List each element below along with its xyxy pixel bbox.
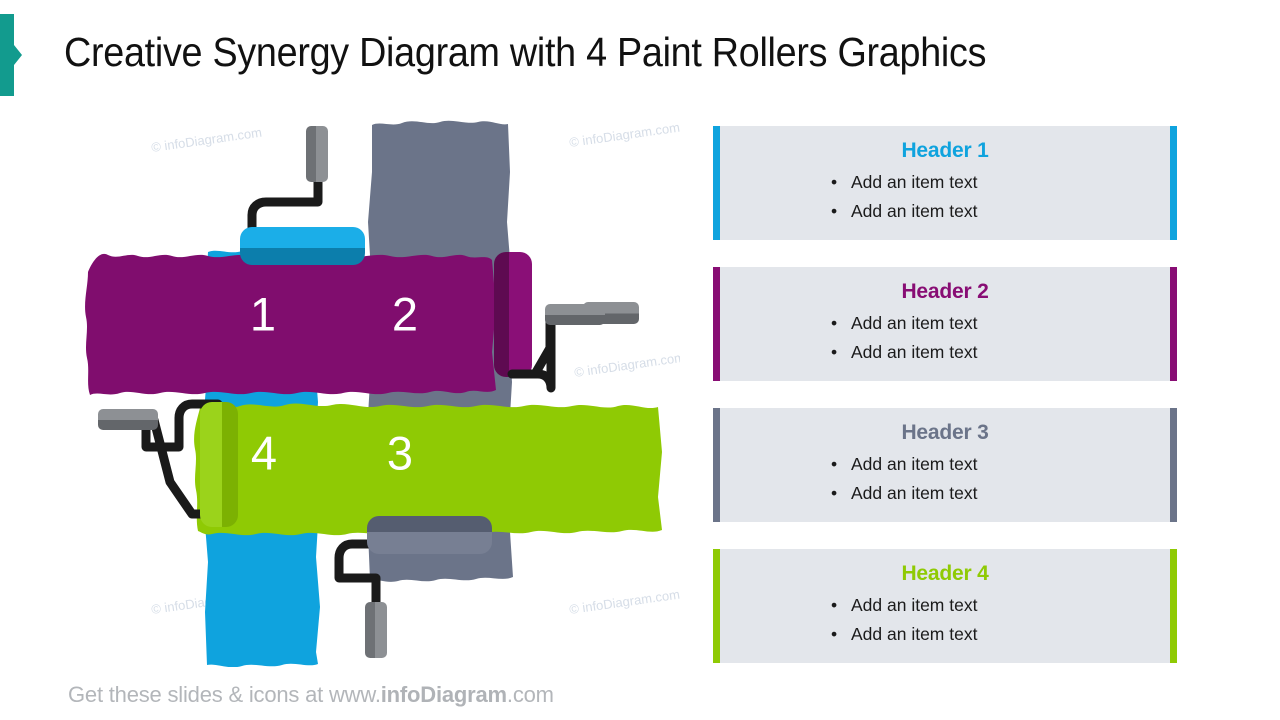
list-item-text: Add an item text: [851, 201, 978, 221]
panel-3-accent-left: [713, 408, 720, 522]
panel-1-header: Header 1: [901, 139, 989, 162]
bullet-icon: •: [831, 595, 838, 615]
roller-1-grip: [306, 126, 328, 182]
roller-2-grip-bar: [545, 304, 605, 325]
list-item-text: Add an item text: [851, 624, 978, 644]
footer-prefix: Get these slides & icons at www.: [68, 682, 381, 707]
panel-3-header: Header 3: [901, 421, 989, 444]
roller-3-cylinder: [367, 516, 492, 554]
stroke-3-number: 3: [387, 426, 413, 479]
panel-1-accent-left: [713, 126, 720, 240]
list-item-text: Add an item text: [851, 483, 978, 503]
bullet-icon: •: [831, 454, 838, 474]
stroke-4-paint: [194, 403, 662, 536]
panel-4-accent-right: [1170, 549, 1177, 663]
stroke-4-green: [194, 403, 662, 536]
stroke-1-number: 1: [250, 287, 276, 340]
roller-3-handle-rod: [334, 539, 381, 615]
bullet-icon: •: [831, 483, 838, 503]
page-title: Creative Synergy Diagram with 4 Paint Ro…: [64, 29, 987, 75]
footer-suffix: .com: [506, 682, 554, 707]
watermark-text: © infoDiagram.com: [150, 125, 262, 155]
header-panel-3[interactable]: Header 3 • Add an item text • Add an item …: [713, 408, 1177, 522]
bullet-icon: •: [831, 624, 838, 644]
panel-3-accent-right: [1170, 408, 1177, 522]
footer-promo: Get these slides & icons at www.infoDiag…: [68, 682, 554, 708]
headers-panel-list: Header 1 • Add an item text • Add an item …: [713, 126, 1177, 663]
panel-4-accent-left: [713, 549, 720, 663]
stroke-2-paint: [85, 253, 497, 395]
panel-4-items: • Add an item text • Add an item text: [713, 591, 1177, 649]
roller-1-cylinder: [240, 227, 365, 265]
list-item: • Add an item text: [713, 450, 1177, 479]
stroke-2-purple: [85, 253, 497, 395]
list-item: • Add an item text: [713, 620, 1177, 649]
list-item-text: Add an item text: [851, 313, 978, 333]
watermark-text: © infoDiagram.com: [568, 120, 680, 150]
stroke-4-number: 4: [251, 426, 277, 479]
roller-2-purple: [494, 252, 639, 393]
teal-accent-marker: [0, 14, 22, 96]
panel-2-items: • Add an item text • Add an item text: [713, 309, 1177, 367]
footer-brand: infoDiagram: [380, 682, 507, 707]
watermark-text: © infoDiagram.com: [573, 350, 680, 380]
list-item-text: Add an item text: [851, 454, 978, 474]
panel-1-accent-right: [1170, 126, 1177, 240]
watermark-text: © infoDiagram.com: [568, 587, 680, 617]
stroke-2-number: 2: [392, 287, 418, 340]
list-item-text: Add an item text: [851, 595, 978, 615]
list-item-text: Add an item text: [851, 342, 978, 362]
bullet-icon: •: [831, 201, 838, 221]
bullet-icon: •: [831, 172, 838, 192]
list-item: • Add an item text: [713, 197, 1177, 226]
roller-3-grip: [365, 602, 387, 658]
roller-2-cylinder: [494, 252, 532, 377]
diagram-canvas: © infoDiagram.com © infoDiagram.com © in…: [85, 120, 680, 667]
roller-4-cylinder: [200, 402, 238, 527]
panel-2-accent-right: [1170, 267, 1177, 381]
roller-1-handle-rod: [247, 163, 323, 246]
paint-roller-diagram: © infoDiagram.com © infoDiagram.com © in…: [80, 112, 680, 667]
header-panel-4[interactable]: Header 4 • Add an item text • Add an item …: [713, 549, 1177, 663]
roller-4-grip-bar: [98, 409, 158, 430]
panel-3-items: • Add an item text • Add an item text: [713, 450, 1177, 508]
teal-marker-shape: [0, 14, 22, 96]
header-panel-1[interactable]: Header 1 • Add an item text • Add an item …: [713, 126, 1177, 240]
roller-4-green: [98, 399, 238, 527]
list-item: • Add an item text: [713, 309, 1177, 338]
roller-3-gray: [334, 516, 492, 658]
panel-2-header: Header 2: [901, 280, 989, 303]
list-item-text: Add an item text: [851, 172, 978, 192]
roller-2-rod-elbow: [507, 310, 555, 379]
header-panel-2[interactable]: Header 2 • Add an item text • Add an item …: [713, 267, 1177, 381]
list-item: • Add an item text: [713, 479, 1177, 508]
bullet-icon: •: [831, 342, 838, 362]
list-item: • Add an item text: [713, 338, 1177, 367]
roller-1-blue: [240, 126, 365, 265]
list-item: • Add an item text: [713, 591, 1177, 620]
roller-4-handle-rod: [141, 399, 223, 452]
panel-2-accent-left: [713, 267, 720, 381]
panel-4-header: Header 4: [901, 562, 989, 585]
list-item: • Add an item text: [713, 168, 1177, 197]
panel-1-items: • Add an item text • Add an item text: [713, 168, 1177, 226]
bullet-icon: •: [831, 313, 838, 333]
